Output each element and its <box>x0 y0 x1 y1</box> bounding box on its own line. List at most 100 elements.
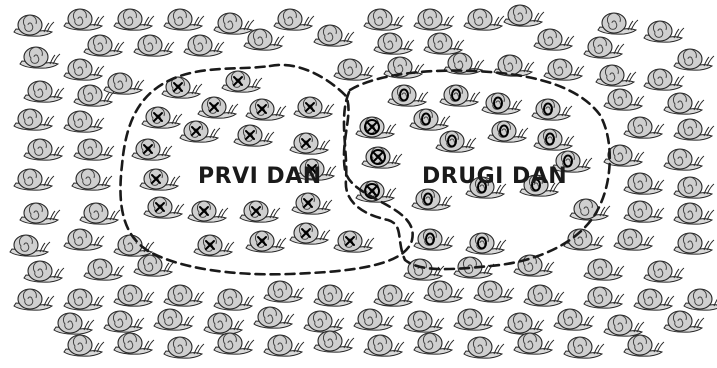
snail-marked-both-days <box>356 117 396 138</box>
snail <box>624 335 664 356</box>
snail <box>24 81 64 102</box>
snail <box>644 261 684 282</box>
snail <box>154 309 194 330</box>
snail <box>624 173 664 194</box>
snail-marked-day-one <box>246 99 286 120</box>
snail <box>314 25 354 46</box>
snail <box>264 281 304 302</box>
snail <box>644 69 684 90</box>
snail-marked-day-two <box>440 85 480 106</box>
snail <box>84 259 124 280</box>
snail <box>664 93 704 114</box>
snail <box>14 15 54 36</box>
snail <box>264 335 304 356</box>
snail-marked-day-one <box>334 231 374 252</box>
snail-marked-day-one <box>194 235 234 256</box>
snail <box>54 313 94 334</box>
snail-marked-both-days <box>362 147 402 168</box>
snail-marked-day-one <box>246 231 286 252</box>
snail-marked-day-two <box>532 99 572 120</box>
snail <box>674 119 714 140</box>
snail <box>204 313 244 334</box>
snail <box>584 259 624 280</box>
snail-marked-day-two <box>410 109 450 130</box>
snail <box>584 287 624 308</box>
snail-marked-day-two <box>414 229 454 250</box>
snail <box>114 333 154 354</box>
snail <box>424 281 464 302</box>
snail <box>134 255 174 276</box>
snail <box>604 89 644 110</box>
snail-marked-day-two <box>466 233 506 254</box>
snail <box>214 13 254 34</box>
snail <box>474 281 514 302</box>
snail-marked-day-one <box>290 223 330 244</box>
snail <box>72 169 112 190</box>
snail <box>64 111 104 132</box>
snail <box>274 9 314 30</box>
snail <box>664 311 704 332</box>
snail-marked-day-one <box>144 197 184 218</box>
snail <box>24 139 64 160</box>
snail-marked-day-two <box>534 129 574 150</box>
snail-marked-day-one <box>234 125 274 146</box>
snail <box>504 313 544 334</box>
snail <box>334 59 374 80</box>
snail <box>414 9 454 30</box>
snail <box>244 29 284 50</box>
snail-marked-day-one <box>140 169 180 190</box>
snail-marked-day-one <box>180 121 220 142</box>
snail <box>604 315 644 336</box>
day-two-label: DRUGI DAN <box>422 164 567 189</box>
snail-marked-day-one <box>198 97 238 118</box>
snail <box>504 5 544 26</box>
snail <box>14 289 54 310</box>
snail <box>674 49 714 70</box>
snail <box>254 307 294 328</box>
snail <box>514 333 554 354</box>
snail <box>74 139 114 160</box>
snail-marked-day-one <box>222 71 262 92</box>
snail <box>164 9 204 30</box>
snail <box>214 289 254 310</box>
snail-marked-day-one <box>294 97 334 118</box>
snail <box>10 235 50 256</box>
snail <box>314 285 354 306</box>
snail <box>454 309 494 330</box>
snail <box>114 9 154 30</box>
snail <box>524 285 564 306</box>
snail <box>644 21 684 42</box>
snail-marked-day-two <box>388 85 428 106</box>
snail <box>674 203 714 224</box>
snail <box>354 309 394 330</box>
snail <box>104 311 144 332</box>
snail <box>564 337 604 358</box>
snail <box>564 229 604 250</box>
snail <box>384 57 424 78</box>
snail <box>364 9 404 30</box>
snail <box>584 37 624 58</box>
snail <box>614 229 654 250</box>
snail <box>304 311 344 332</box>
snail-marked-day-one <box>142 107 182 128</box>
snail <box>464 337 504 358</box>
snail-marked-day-one <box>188 201 228 222</box>
snail <box>404 311 444 332</box>
snail <box>134 35 174 56</box>
snail-marked-day-one <box>132 139 172 160</box>
snail-marked-day-two <box>482 93 522 114</box>
snail <box>80 203 120 224</box>
snail <box>374 33 414 54</box>
snail <box>464 9 504 30</box>
snail-marked-day-two <box>436 131 476 152</box>
snail <box>184 35 224 56</box>
snail <box>20 47 60 68</box>
snail <box>634 289 674 310</box>
snail <box>164 285 204 306</box>
snail <box>444 53 484 74</box>
snail <box>570 199 610 220</box>
snail <box>674 233 714 254</box>
snail <box>64 9 104 30</box>
snail <box>544 59 584 80</box>
